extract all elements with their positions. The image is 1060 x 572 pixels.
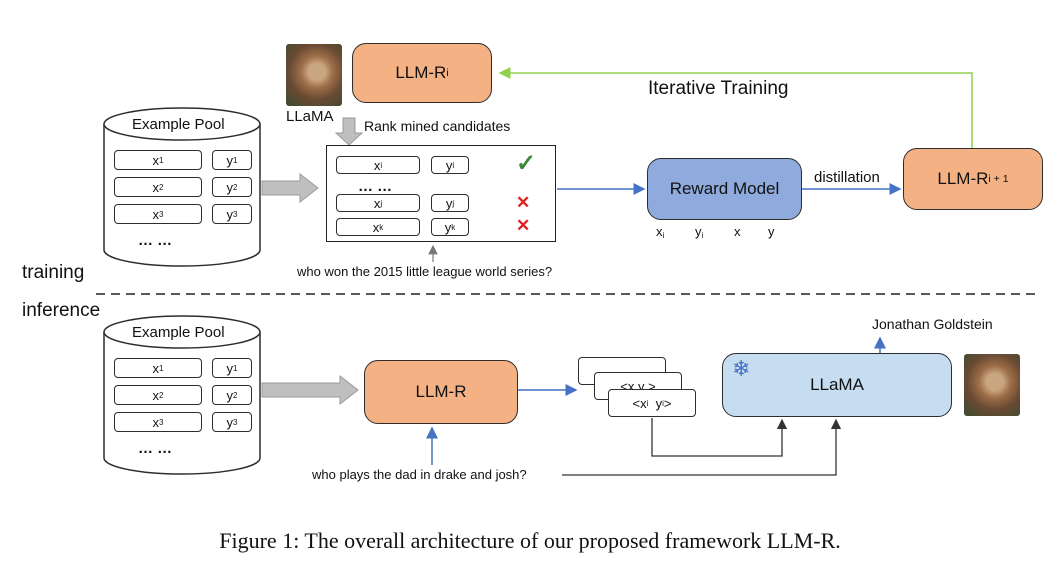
figure-caption: Figure 1: The overall architecture of ou… — [219, 528, 841, 553]
inference-section-label: inference — [22, 300, 101, 321]
reward-input-yi: yi — [695, 224, 704, 240]
inference-pool-title: Example Pool — [132, 324, 225, 341]
pool-to-candidates-arrow — [261, 172, 319, 204]
reward-input-xi: xi — [656, 224, 665, 240]
llama-picture — [286, 44, 342, 106]
cross-icon-k: ✕ — [516, 216, 531, 235]
training-section-label: training — [22, 262, 85, 283]
check-icon: ✓ — [516, 150, 537, 177]
llama-to-candidates-arrow — [334, 117, 364, 146]
training-pool-ellipsis: … … — [138, 232, 173, 249]
llama-box: LLaMA — [722, 353, 952, 417]
llm-r-box: LLM-R — [364, 360, 518, 424]
training-pool-title: Example Pool — [132, 116, 225, 133]
reward-input-x: x — [734, 224, 741, 239]
snowflake-icon: ❄ — [732, 356, 751, 381]
cross-icon-j: ✕ — [516, 193, 531, 212]
iterative-training-arrow — [498, 67, 973, 148]
training-query: who won the 2015 little league world ser… — [297, 264, 553, 279]
pool-to-llmr-arrow — [261, 374, 359, 406]
reward-model-box: Reward Model — [647, 158, 802, 220]
llama-picture-inference — [964, 354, 1020, 416]
llama-label: LLaMA — [286, 108, 334, 125]
inference-query: who plays the dad in drake and josh? — [312, 467, 527, 482]
iterative-training-label: Iterative Training — [648, 78, 789, 99]
stack-to-llama-arrow — [651, 418, 788, 457]
distillation-label: distillation — [814, 169, 880, 186]
inference-pool-ellipsis: … … — [138, 440, 173, 457]
query-to-llama-arrow — [562, 418, 842, 476]
rank-candidates-label: Rank mined candidates — [364, 118, 511, 134]
candidates-ellipsis: … … — [358, 178, 393, 195]
reward-input-y: y — [768, 224, 775, 239]
inference-answer: Jonathan Goldstein — [872, 316, 993, 332]
